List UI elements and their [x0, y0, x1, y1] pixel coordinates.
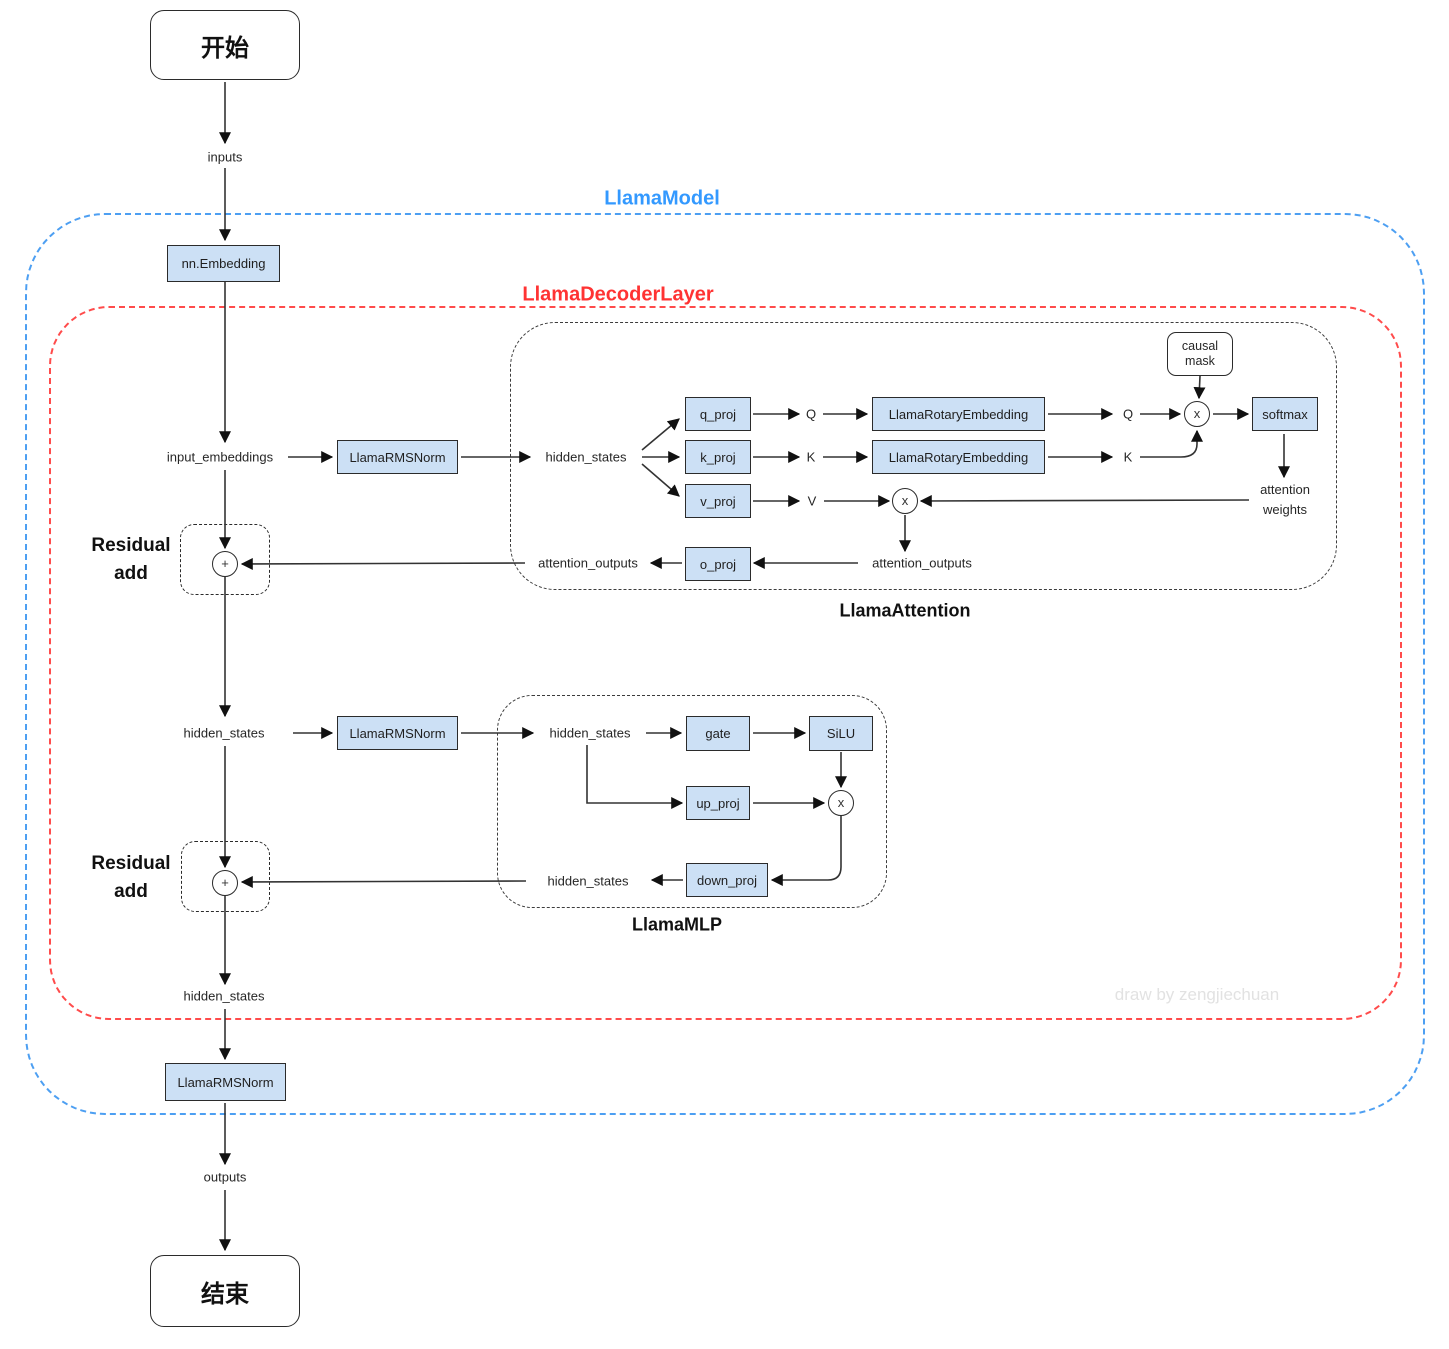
hidden-states-mlp-in-label: hidden_states — [549, 725, 631, 741]
down-proj-node: down_proj — [686, 863, 768, 897]
end-node: 结束 — [150, 1255, 300, 1327]
rmsnorm-attn-node: LlamaRMSNorm — [337, 440, 458, 474]
matmul-v-icon: x — [892, 488, 918, 514]
llama-attention-label: LlamaAttention — [839, 600, 971, 621]
llama-attention-container — [510, 322, 1337, 590]
embedding-node: nn.Embedding — [167, 245, 280, 282]
rotary-embedding-k-node: LlamaRotaryEmbedding — [872, 440, 1045, 474]
residual-add-2-label: Residual add — [91, 853, 171, 902]
attention-weights-label: attention weights — [1260, 482, 1310, 517]
rmsnorm-final-node: LlamaRMSNorm — [165, 1063, 286, 1101]
input-embeddings-label: input_embeddings — [166, 449, 274, 465]
hidden-states-attn-in-label: hidden_states — [545, 449, 627, 465]
hidden-states-mid-label: hidden_states — [183, 725, 265, 741]
llama-mlp-label: LlamaMLP — [631, 914, 723, 935]
v-label: V — [807, 493, 817, 509]
llama-model-container — [25, 213, 1425, 1115]
q-label: Q — [805, 406, 817, 422]
silu-node: SiLU — [809, 716, 873, 751]
multiply-mlp-icon: x — [828, 790, 854, 816]
v-proj-node: v_proj — [685, 484, 751, 518]
q-proj-node: q_proj — [685, 397, 751, 431]
causal-mask-node: causal mask — [1167, 332, 1233, 376]
matmul-qk-icon: x — [1184, 401, 1210, 427]
hidden-states-mlp-out-label: hidden_states — [547, 873, 629, 889]
residual-add-1-label: Residual add — [91, 535, 171, 584]
gate-node: gate — [686, 716, 750, 751]
start-node: 开始 — [150, 10, 300, 80]
hidden-states-out-label: hidden_states — [183, 988, 265, 1004]
o-proj-node: o_proj — [685, 547, 751, 581]
q-rotated-label: Q — [1122, 406, 1134, 422]
up-proj-node: up_proj — [686, 786, 750, 820]
attention-outputs-inner-label: attention_outputs — [872, 555, 972, 571]
k-label: K — [806, 449, 816, 465]
llama-decoder-layer-label: LlamaDecoderLayer — [522, 283, 714, 306]
outputs-label: outputs — [203, 1169, 247, 1185]
llama-mlp-container — [497, 695, 887, 908]
watermark: draw by zengjiechuan — [1114, 985, 1280, 1004]
add-residual-2-icon: + — [212, 870, 238, 896]
rotary-embedding-q-node: LlamaRotaryEmbedding — [872, 397, 1045, 431]
llama-model-label: LlamaModel — [604, 187, 720, 210]
attention-outputs-outer-label: attention_outputs — [538, 555, 638, 571]
llama-decoder-layer-container — [49, 306, 1402, 1020]
softmax-node: softmax — [1252, 397, 1318, 431]
k-proj-node: k_proj — [685, 440, 751, 474]
inputs-label: inputs — [207, 149, 243, 165]
rmsnorm-mlp-node: LlamaRMSNorm — [337, 716, 458, 750]
k-rotated-label: K — [1123, 449, 1133, 465]
add-residual-1-icon: + — [212, 551, 238, 577]
